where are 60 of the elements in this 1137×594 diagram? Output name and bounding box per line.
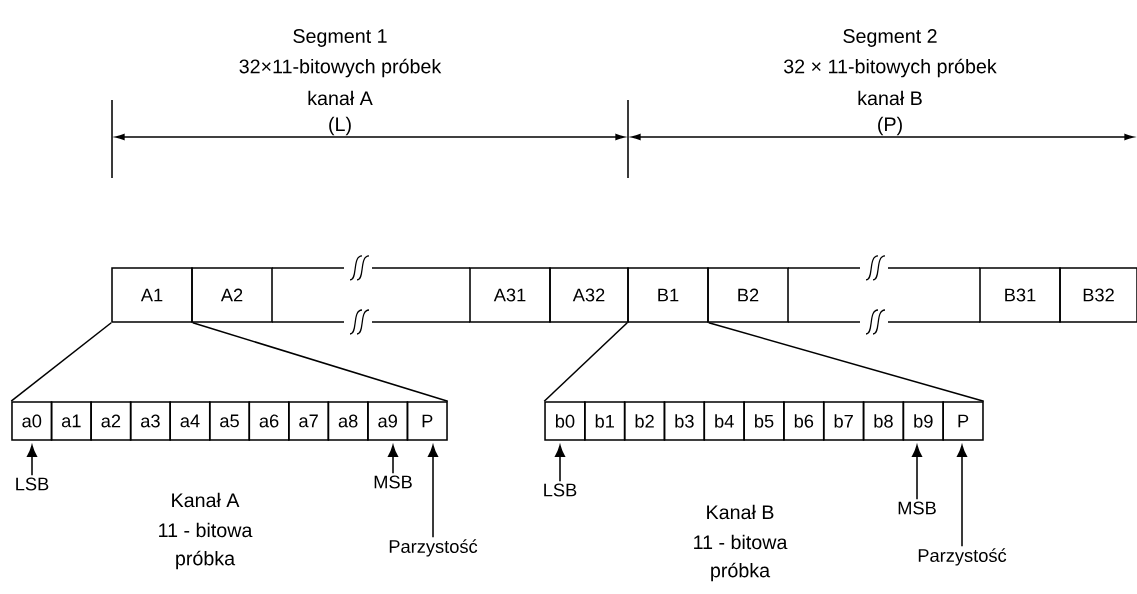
arrow	[27, 445, 37, 477]
bit-label: MSB	[898, 501, 936, 515]
arrow	[388, 445, 398, 475]
arrow	[957, 445, 967, 547]
frame-cell: A31	[469, 267, 551, 323]
bit-label: MSB	[374, 475, 412, 489]
bit-cell: b6	[783, 401, 825, 441]
bit-cell: P	[942, 401, 984, 441]
expansion-line	[708, 322, 985, 402]
bit-cell: b1	[584, 401, 626, 441]
frame-cell: A1	[111, 267, 193, 323]
bit-cell: a4	[169, 401, 211, 441]
bit-label: Parzystość	[389, 539, 478, 557]
channel-caption: Kanał A	[172, 492, 240, 508]
arrow	[555, 445, 565, 483]
bit-label: LSB	[544, 483, 577, 497]
segment-caption: (P)	[878, 116, 902, 136]
arrow	[428, 445, 438, 538]
channel-caption: 11 - bitowa	[694, 534, 788, 550]
bit-label: Parzystość	[918, 548, 1007, 566]
bit-cell: b7	[822, 401, 865, 441]
bit-cell: b3	[663, 401, 706, 441]
channel-caption: próbka	[711, 562, 771, 582]
frame-cell: A2	[191, 267, 273, 323]
bit-cell: a9	[367, 401, 409, 441]
segment-caption: Segment 1	[293, 29, 387, 47]
segment-caption: 32×11-bitowych próbek	[239, 58, 442, 78]
segment-caption: 32 × 11-bitowych próbek	[784, 58, 997, 78]
bit-cell: b4	[703, 401, 745, 441]
bit-cell: a2	[90, 401, 132, 441]
bit-cell: a1	[50, 401, 92, 441]
bit-cell: a3	[129, 401, 171, 441]
bit-cell: a8	[327, 401, 369, 441]
frame-cell: B32	[1059, 267, 1137, 323]
frame-cell: B31	[979, 267, 1061, 323]
channel-caption: Kanał B	[707, 504, 774, 520]
bit-cell: a7	[288, 401, 330, 441]
frame-cell: B1	[627, 267, 709, 323]
expansion-line	[10, 322, 112, 402]
bit-cell: b8	[862, 401, 905, 441]
arrow	[912, 445, 922, 501]
segment-caption: Segment 2	[843, 29, 937, 47]
segment-caption: kanał A	[308, 90, 373, 106]
bit-cell: b0	[544, 401, 586, 441]
expansion-line	[192, 322, 449, 402]
frame-cell: B2	[707, 267, 789, 323]
frame-cell: A32	[549, 267, 629, 323]
bit-cell: a0	[11, 401, 53, 441]
bit-cell: b2	[623, 401, 666, 441]
bit-cell: a6	[248, 401, 290, 441]
channel-caption: 11 - bitowa	[159, 522, 253, 538]
bit-cell: b9	[902, 401, 944, 441]
segment-caption: kanał B	[858, 90, 922, 106]
segment-caption: (L)	[329, 116, 351, 136]
bit-cell: a5	[208, 401, 251, 441]
channel-caption: próbka	[176, 550, 236, 570]
bit-label: LSB	[16, 477, 49, 491]
bit-cell: P	[406, 401, 448, 441]
expansion-line	[543, 322, 628, 402]
bit-cell: b5	[743, 401, 785, 441]
